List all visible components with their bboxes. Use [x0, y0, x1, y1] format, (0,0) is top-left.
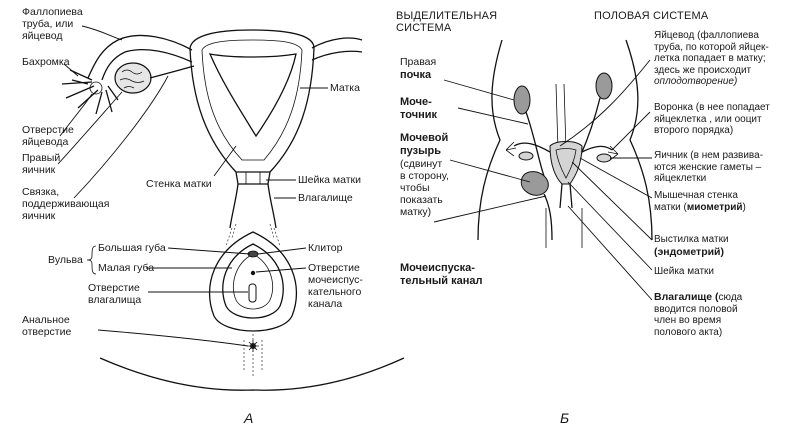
label-right-ovary: Правый яичник [22, 152, 61, 176]
label-vagina-b: Влагалище (сюда вводится половой член во… [654, 291, 743, 338]
bladder [520, 171, 549, 196]
label-clitoris: Клитор [308, 242, 343, 254]
label-myometrium-2: миометрий [686, 201, 743, 213]
left-oviduct-b [513, 142, 551, 153]
right-kidney [513, 85, 531, 115]
label-urethral-opening: Отверстие мочеиспус- кательного канала [308, 262, 363, 310]
panel-a-drawing [57, 25, 405, 391]
label-cervix-a: Шейка матки [298, 174, 362, 186]
label-endometrium-2: (эндометрий) [654, 246, 725, 258]
labia-majora [208, 231, 298, 332]
label-right-kidney-1: Правая [400, 56, 437, 68]
label-vagina-b-1: Влагалище ( [654, 291, 719, 303]
vulva-bracket [86, 245, 97, 275]
label-vulva: Вульва [48, 254, 83, 266]
torso-left-outline [477, 39, 503, 241]
label-ovary-b: Яичник (в нем развива- ются женские гаме… [654, 150, 764, 184]
fimbriae [61, 69, 119, 115]
ovary-right-b [596, 153, 612, 163]
label-fringe: Бахромка [22, 56, 70, 68]
label-bladder-2: (сдвинут в сторону, чтобы показать матку… [400, 158, 449, 218]
vagina [229, 183, 277, 229]
labia-minora [222, 243, 284, 319]
urethral-opening [250, 270, 256, 276]
label-infundibulum: Воронка (в нее попадает яйцеклетка , или… [654, 102, 770, 136]
label-vaginal-opening: Отверстие влагалища [88, 282, 142, 306]
label-uterus: Матка [330, 82, 360, 94]
label-vagina-b-2: сюда вводится половой член во время поло… [654, 292, 743, 338]
label-uterine-wall: Стенка матки [146, 178, 212, 190]
ovarian-ligament [149, 65, 195, 79]
label-bladder-1: Мочевой пузырь [400, 132, 449, 157]
vagina-b [559, 183, 573, 209]
label-myometrium-3: ) [742, 201, 746, 213]
urethra [543, 193, 553, 241]
label-myometrium: Мышечная стенка матки (миометрий) [654, 190, 746, 213]
buttocks-outline [99, 357, 405, 391]
left-fallopian-tube [87, 34, 193, 79]
label-endometrium-1: Выстилка матки [654, 234, 729, 245]
label-ureter: Моче- точник [400, 96, 437, 121]
infundibulum [505, 141, 619, 161]
right-fallopian-tube [311, 37, 363, 49]
right-ovary [114, 62, 152, 94]
uterine-cavity [208, 53, 297, 138]
label-urethra: Мочеиспуска- тельный канал [400, 262, 483, 287]
label-oviduct-opening: Отверстие яйцевода [22, 124, 74, 148]
label-anus: Анальное отверстие [22, 314, 72, 338]
panel-b-leaders [433, 59, 653, 301]
label-right-kidney-2: почка [400, 69, 432, 81]
vaginal-opening [248, 283, 257, 303]
torso-right-outline [625, 39, 653, 241]
anus [247, 340, 259, 352]
right-oviduct-b [581, 145, 613, 153]
label-myometrium-1: Мышечная стенка матки ( [654, 190, 738, 213]
label-oviduct-desc: Яйцевод (фаллопиева труба, по которой яй… [654, 30, 769, 76]
uterus [189, 29, 315, 173]
label-cervix-b: Шейка матки [654, 266, 715, 277]
label-fertilization: оплодотворение) [654, 76, 738, 87]
heading-reproductive: ПОЛОВАЯ СИСТЕМА [594, 10, 709, 22]
caption-a: А [244, 410, 254, 426]
label-labia-majora: Большая губа [98, 242, 166, 254]
ovary-left-b [518, 151, 534, 161]
label-fallopian-tube: Фаллопиева труба, или яйцевод [22, 6, 83, 42]
left-kidney [595, 72, 613, 100]
label-ovarian-ligament: Связка, поддерживающая яичник [22, 186, 110, 222]
label-vagina-a: Влагалище [298, 192, 353, 204]
caption-b: Б [560, 410, 570, 426]
heading-excretory: ВЫДЕЛИТЕЛЬНАЯ СИСТЕМА [396, 10, 498, 34]
cervix [235, 171, 271, 185]
panel-b-drawing [433, 39, 653, 301]
label-labia-minora: Малая губа [98, 262, 155, 274]
panel-a-leaders [57, 25, 328, 347]
